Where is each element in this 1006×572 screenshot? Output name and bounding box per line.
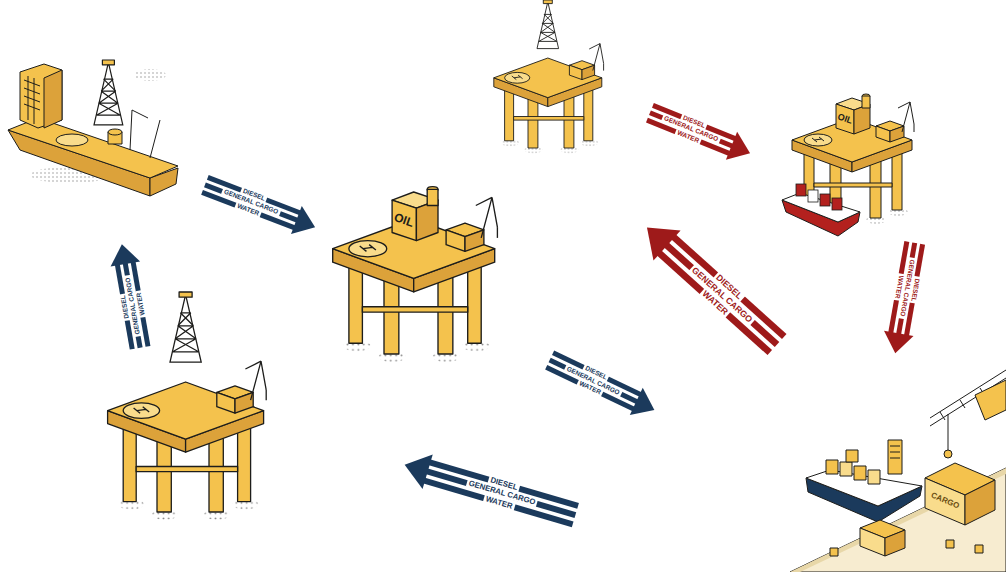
arrow-head: [726, 132, 756, 167]
port: [840, 462, 852, 476]
port: [830, 548, 838, 556]
arrow-stripe: [424, 468, 576, 518]
drilling-rig: [494, 0, 604, 153]
flow-arrow: [400, 448, 581, 533]
arrow-head: [400, 448, 433, 489]
label-text: OIL: [393, 211, 416, 229]
port: [930, 370, 1006, 426]
supply-ship: [94, 60, 123, 125]
oil-platform: [333, 187, 498, 363]
flow-arrow: [633, 212, 790, 359]
port: [948, 414, 949, 450]
port: [925, 478, 965, 525]
flow-arrow: [200, 171, 321, 241]
port: [846, 450, 858, 462]
drilling-rig: [494, 44, 604, 154]
arrow-stripe: [670, 233, 787, 339]
port: [885, 530, 905, 556]
cargo-ship: [782, 184, 860, 236]
drilling-rig: [108, 361, 267, 520]
arrow-head: [291, 206, 320, 241]
drilling-rig: [537, 0, 559, 49]
port: [975, 380, 1006, 420]
supply-ship: [130, 110, 160, 158]
cargo-ship: [782, 193, 860, 222]
cargo-ship: [796, 184, 806, 196]
arrow-stripe: [663, 241, 780, 347]
arrow-stripe: [545, 365, 636, 412]
arrow-head: [107, 242, 140, 267]
arrow-stripe: [549, 358, 640, 405]
supply-ship: [24, 76, 40, 124]
label-text: CARGO: [930, 491, 961, 510]
flow-arrow: [543, 346, 661, 423]
supply-ship: [20, 64, 62, 128]
port: [975, 545, 983, 553]
cargo-ship: [820, 194, 830, 206]
oil-platform: [392, 187, 438, 241]
port: [944, 450, 952, 458]
arrow-head: [630, 388, 661, 424]
flow-arrow: [644, 99, 755, 167]
arrow-stripe: [649, 110, 734, 148]
port: [826, 460, 838, 474]
flow-arrow: [107, 242, 155, 351]
port: [854, 466, 866, 480]
cargo-ship: [832, 198, 842, 210]
port: [888, 440, 902, 474]
port: [890, 446, 900, 458]
port: [860, 528, 885, 556]
label-text: OIL: [836, 112, 853, 125]
port: [965, 480, 995, 525]
supply-ship: [134, 69, 166, 81]
supply-ship: [108, 129, 122, 135]
arrow-stripe: [204, 183, 299, 224]
arrow-stripe: [656, 249, 773, 355]
flow-arrow: [881, 240, 930, 356]
supply-ship: [44, 70, 62, 128]
port: [868, 470, 880, 484]
supply-ship: [8, 60, 178, 196]
arrow-head: [633, 212, 680, 260]
port: [946, 540, 954, 548]
cargo-ship: [808, 190, 818, 202]
drilling-rig: [170, 292, 201, 362]
supply-ship: [56, 134, 88, 146]
oil-platform: [836, 94, 870, 134]
arrow-head: [881, 331, 914, 356]
drilling-rig: [108, 292, 267, 520]
port: [790, 370, 1006, 572]
